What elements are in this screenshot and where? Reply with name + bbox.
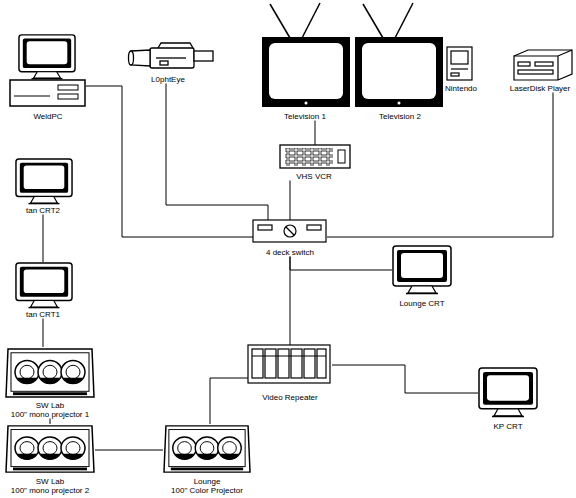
device-label: Lounge [163,477,251,486]
device-node: L0phtEye [121,42,215,84]
device-label: tan CRT1 [13,310,73,319]
device-label: 100" mono projector 2 [5,486,95,495]
switch-icon [253,220,326,242]
device-label: VHS VCR [278,172,350,181]
projector-icon [6,349,94,397]
console-icon [447,47,472,80]
cable-line [43,215,44,263]
crt-monitor-icon [16,159,72,204]
device-label: SW Lab [5,477,95,486]
device-label: 100" Color Projector [163,486,251,495]
crt-monitor-icon [479,368,537,416]
device-label: L0phtEye [121,75,215,84]
cable-line [315,121,316,146]
pc-icon [10,35,85,106]
crt-monitor-icon [16,263,72,308]
cable-line [95,450,163,451]
device-label: Television 2 [355,112,445,121]
cable-line [332,365,478,393]
device-node: WeldPC [10,36,86,121]
cable-line [50,419,51,425]
vcr-icon [280,145,350,168]
projector-icon [164,426,250,472]
device-node: Lounge CRT [392,245,452,308]
projector-icon [6,426,94,472]
device-node: Lounge100" Color Projector [163,424,251,495]
device-node: Nintendo [443,47,479,93]
device-node: SW Lab100" mono projector 1 [5,347,95,419]
cable-line [290,257,392,271]
device-node: tan CRT1 [13,262,73,319]
device-label: SW Lab [5,401,95,410]
device-node: Television 2 [355,38,445,121]
device-node: 4 deck switch [253,220,327,257]
cable-line [290,181,291,221]
crt-monitor-icon [393,246,451,294]
device-node: VHS VCR [278,145,350,181]
device-node: Video Repeater [248,345,332,402]
cable-line [290,257,291,346]
repeater-icon [248,345,330,383]
device-node: SW Lab100" mono projector 2 [5,424,95,495]
cable-line [166,84,268,221]
device-label: Nintendo [443,84,479,93]
device-node: LaserDisk Player [508,50,572,93]
cable-line [86,86,253,237]
television-icon [355,3,443,107]
device-label: WeldPC [10,112,86,121]
cable-line [327,93,553,238]
camcorder-icon [129,43,214,68]
device-node: Television 1 [260,38,350,121]
device-label: KP CRT [478,422,538,431]
device-node: tan CRT2 [13,158,73,215]
cable-line [210,378,248,424]
cable-line [43,319,44,348]
device-label: 100" mono projector 1 [5,410,95,419]
laserdisk-icon [514,50,572,80]
television-icon [262,3,350,107]
device-label: 4 deck switch [253,248,327,257]
device-label: LaserDisk Player [508,84,572,93]
device-label: Lounge CRT [392,299,452,308]
device-label: tan CRT2 [13,206,73,215]
device-label: Television 1 [260,112,350,121]
device-label: Video Repeater [248,393,332,402]
device-node: KP CRT [478,367,538,431]
